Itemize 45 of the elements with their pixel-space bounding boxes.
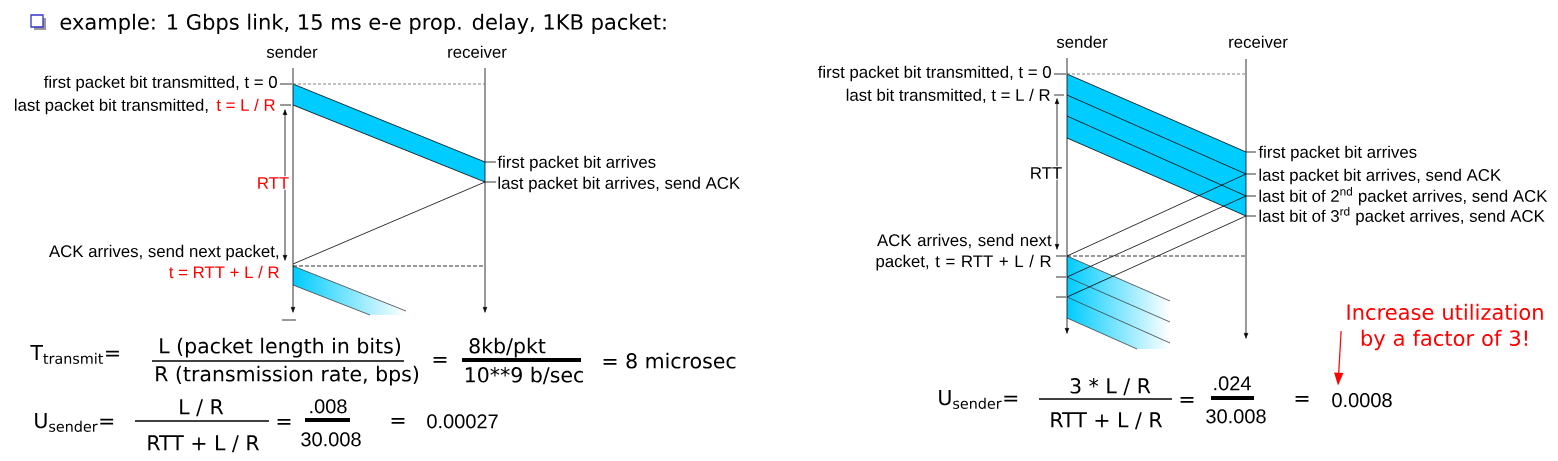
formula-text: T$_{transmit}$=: [30, 345, 119, 364]
formula-text: U$_{sender}$=: [939, 390, 1018, 409]
event-label: first packet bit transmitted, t = 0: [817, 65, 1051, 82]
event-label: first packet bit transmitted, t = 0: [43, 75, 277, 92]
event-label: t = L / R: [216, 98, 275, 111]
column-label: sender: [266, 45, 318, 58]
event-label: ACK arrives, send next packet,: [49, 244, 279, 261]
column-label: sender: [1056, 35, 1108, 48]
denominator: RTT + L / R: [1051, 412, 1163, 430]
heading: example: 1 Gbps link, 15 ms e-e prop. delay, 1KB packet:: [60, 13, 666, 34]
column-label: receiver: [1229, 35, 1288, 48]
equals-sign: =: [1295, 396, 1309, 402]
event-label: last bit of 3$^{rd}$ packet arrives, send ACK: [1259, 207, 1545, 226]
interval-label: RTT: [1028, 166, 1064, 180]
event-label: last packet bit arrives, send ACK: [498, 176, 740, 193]
event-label: last bit transmitted, t = L / R: [846, 88, 1050, 103]
event-label: last packet bit arrives, send ACK: [1259, 168, 1501, 185]
result-value: 0.0008: [1332, 393, 1392, 408]
callout-text: Increase utilization by a factor of 3!: [1347, 303, 1543, 351]
denominator: 10**9 b/sec: [465, 366, 584, 385]
numerator: .008: [310, 399, 347, 414]
result-value: 0.00027: [427, 414, 498, 429]
denominator: 30.008: [301, 432, 361, 447]
event-label: last packet bit transmitted,: [15, 98, 208, 115]
event-label: t = RTT + L / R: [169, 265, 279, 279]
equals-sign: =: [433, 357, 447, 363]
event-label: first packet bit arrives: [497, 155, 656, 172]
event-label: first packet bit arrives: [1258, 145, 1417, 162]
column-label: receiver: [448, 45, 507, 58]
equals-sign: =: [277, 419, 291, 425]
event-label: last bit of 2$^{nd}$ packet arrives, send ACK: [1259, 187, 1548, 206]
formula-text: = 8 microsec: [603, 352, 736, 369]
formula-text: U$_{sender}$=: [35, 413, 114, 432]
denominator: 30.008: [1206, 409, 1266, 424]
event-label: ACK arrives, send next packet, t = RTT + L / R: [876, 233, 1052, 271]
numerator: .024: [1214, 376, 1251, 391]
denominator: R (transmission rate, bps): [156, 365, 419, 386]
numerator: L (packet length in bits): [160, 337, 401, 358]
interval-label: RTT: [255, 176, 291, 190]
numerator: 3 * L / R: [1070, 378, 1151, 396]
equals-sign: =: [391, 418, 405, 424]
equals-sign: =: [1180, 397, 1194, 403]
numerator: L / R: [180, 399, 224, 417]
denominator: RTT + L / R: [148, 435, 260, 453]
numerator: 8kb/pkt: [469, 337, 546, 358]
